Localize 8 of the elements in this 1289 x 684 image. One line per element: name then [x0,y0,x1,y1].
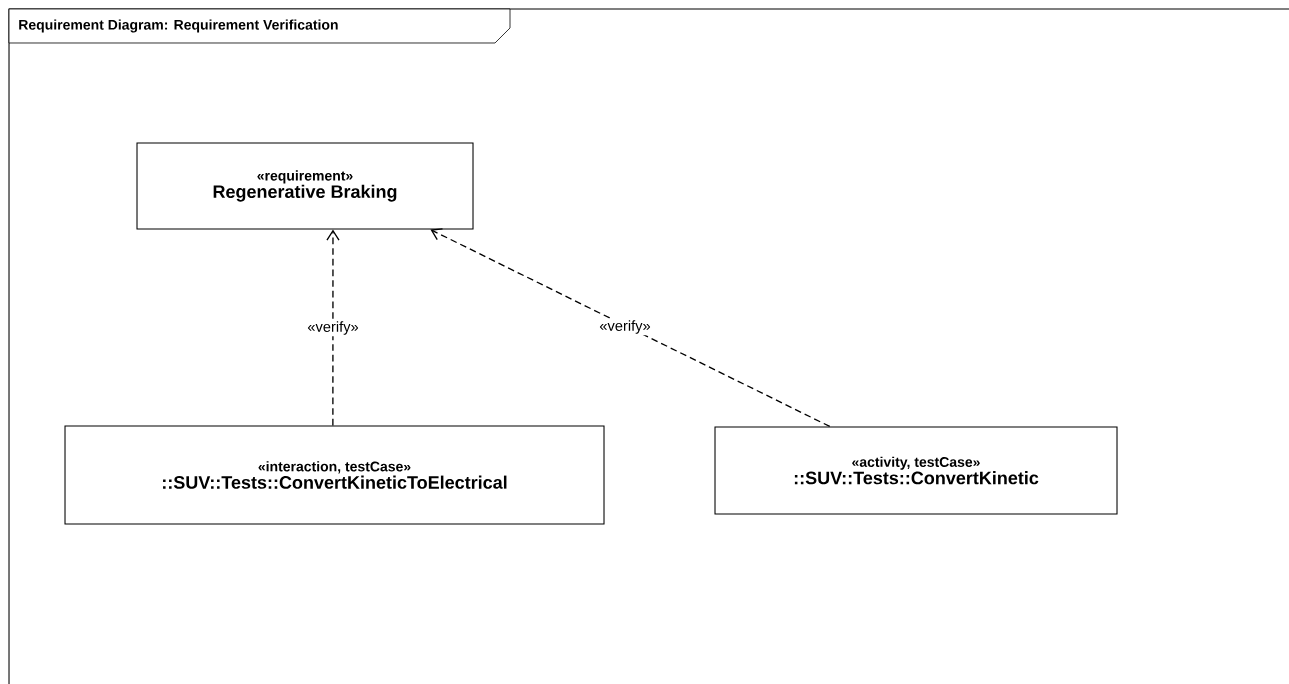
dependency-arrow [326,229,340,427]
frame-title-tab: Requirement Diagram: Requirement Verification [8,8,511,44]
edge-label: «verify» [598,318,652,336]
requirement-box: «interaction, testCase» ::SUV::Tests::ConvertKineticToElectrical [64,425,605,525]
edge-label: «verify» [306,319,360,337]
requirement-box: «activity, testCase» ::SUV::Tests::ConvertKinetic [714,426,1118,515]
requirement-box: «requirement» Regenerative Braking [136,142,474,230]
dependency-arrow [430,228,831,428]
